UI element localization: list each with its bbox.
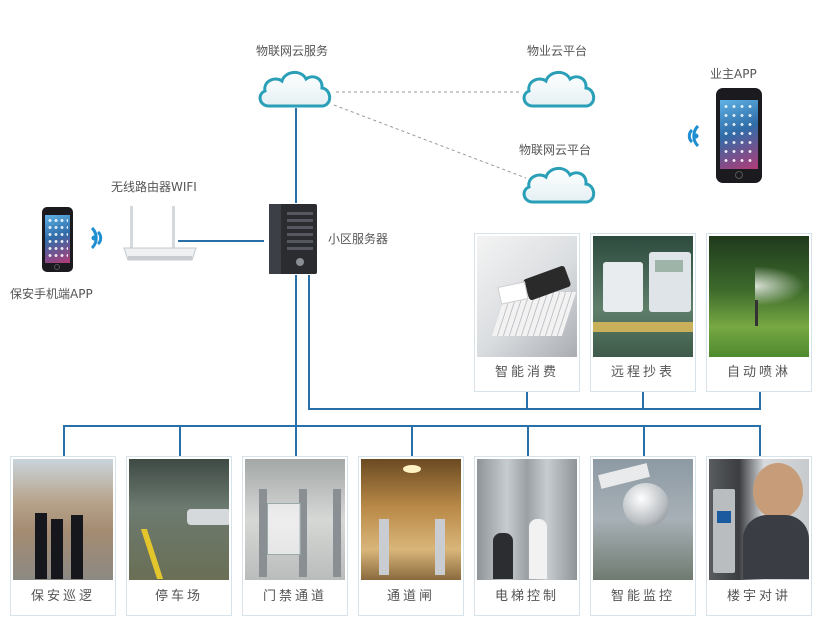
router-label: 无线路由器WIFI [111,180,197,194]
iot-cloud-platform-label: 物联网云平台 [519,143,592,157]
property-cloud-icon [522,71,596,108]
dashed-link-iot-platform [333,104,527,179]
wifi-signal-icon [687,124,700,148]
sprinkler-photo [709,236,809,357]
module-card-intercom[interactable]: 楼宇对讲 [706,456,812,616]
module-card-access-gate[interactable]: 门禁通道 [242,456,348,616]
guard-app-label: 保安手机端APP [10,287,93,301]
module-card-remote-meter[interactable]: 远程抄表 [590,233,696,392]
module-card-guard-patrol[interactable]: 保安巡逻 [10,456,116,616]
module-label: 电梯控制 [494,589,559,604]
server-tower-icon [269,204,317,274]
module-label: 楼宇对讲 [726,589,791,604]
module-label: 智能消费 [494,365,559,380]
owner-app-label: 业主APP [710,67,757,81]
module-card-auto-sprinkler[interactable]: 自动喷淋 [706,233,812,392]
iot-cloud-service-icon [258,71,332,108]
server-label: 小区服务器 [328,232,389,246]
module-card-parking[interactable]: 停车场 [126,456,232,616]
module-card-smart-monitor[interactable]: 智能监控 [590,456,696,616]
module-label: 通道闸 [386,589,435,604]
meter-photo [593,236,693,357]
owner-phone-icon [716,88,762,183]
wifi-signal-icon [90,226,103,250]
module-label: 远程抄表 [610,365,675,380]
module-label: 自动喷淋 [726,365,791,380]
module-label: 门禁通道 [262,589,327,604]
wifi-router-icon [123,206,197,261]
property-cloud-label: 物业云平台 [527,44,588,58]
payment-photo [477,236,577,357]
module-label: 保安巡逻 [30,589,95,604]
guard-patrol-photo [13,459,113,580]
module-card-elevator[interactable]: 电梯控制 [474,456,580,616]
iot-cloud-platform-icon [522,167,596,204]
module-card-turnstile[interactable]: 通道闸 [358,456,464,616]
access-gate-photo [245,459,345,580]
elevator-photo [477,459,577,580]
module-label: 停车场 [154,589,203,604]
cctv-camera-photo [593,459,693,580]
module-label: 智能监控 [610,589,675,604]
guard-phone-icon [42,207,73,272]
turnstile-photo [361,459,461,580]
parking-photo [129,459,229,580]
intercom-photo [709,459,809,580]
iot-cloud-service-label: 物联网云服务 [256,44,329,58]
module-card-smart-payment[interactable]: 智能消费 [474,233,580,392]
